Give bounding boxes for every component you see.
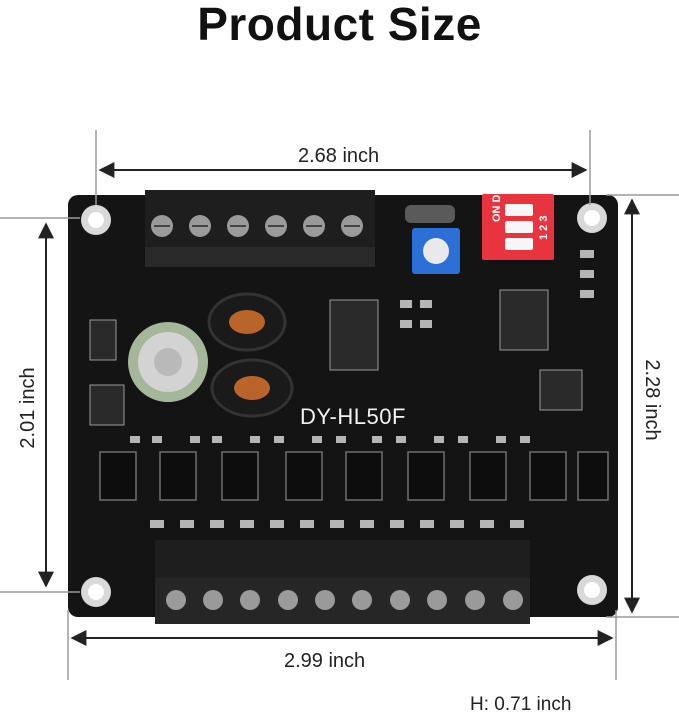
inductors	[207, 292, 294, 418]
ic-chips	[89, 289, 583, 426]
pcb-body	[68, 195, 618, 617]
component-row	[99, 451, 609, 501]
smd-pads	[130, 250, 594, 528]
micro-usb-port	[405, 205, 455, 223]
mounting-holes	[81, 203, 607, 607]
left-height-label: 2.01 inch	[17, 367, 39, 449]
electrolytic-capacitor	[128, 322, 208, 402]
bottom-terminal-block	[155, 540, 530, 624]
top-terminal-block	[145, 190, 375, 267]
board-model-label: DY-HL50F	[300, 404, 406, 429]
thickness-label: H: 0.71 inch	[470, 694, 572, 715]
right-height-label: 2.28 inch	[641, 359, 663, 441]
page-title: Product Size	[197, 0, 482, 50]
bottom-width-label: 2.99 inch	[284, 650, 366, 672]
top-width-label: 2.68 inch	[298, 145, 380, 167]
